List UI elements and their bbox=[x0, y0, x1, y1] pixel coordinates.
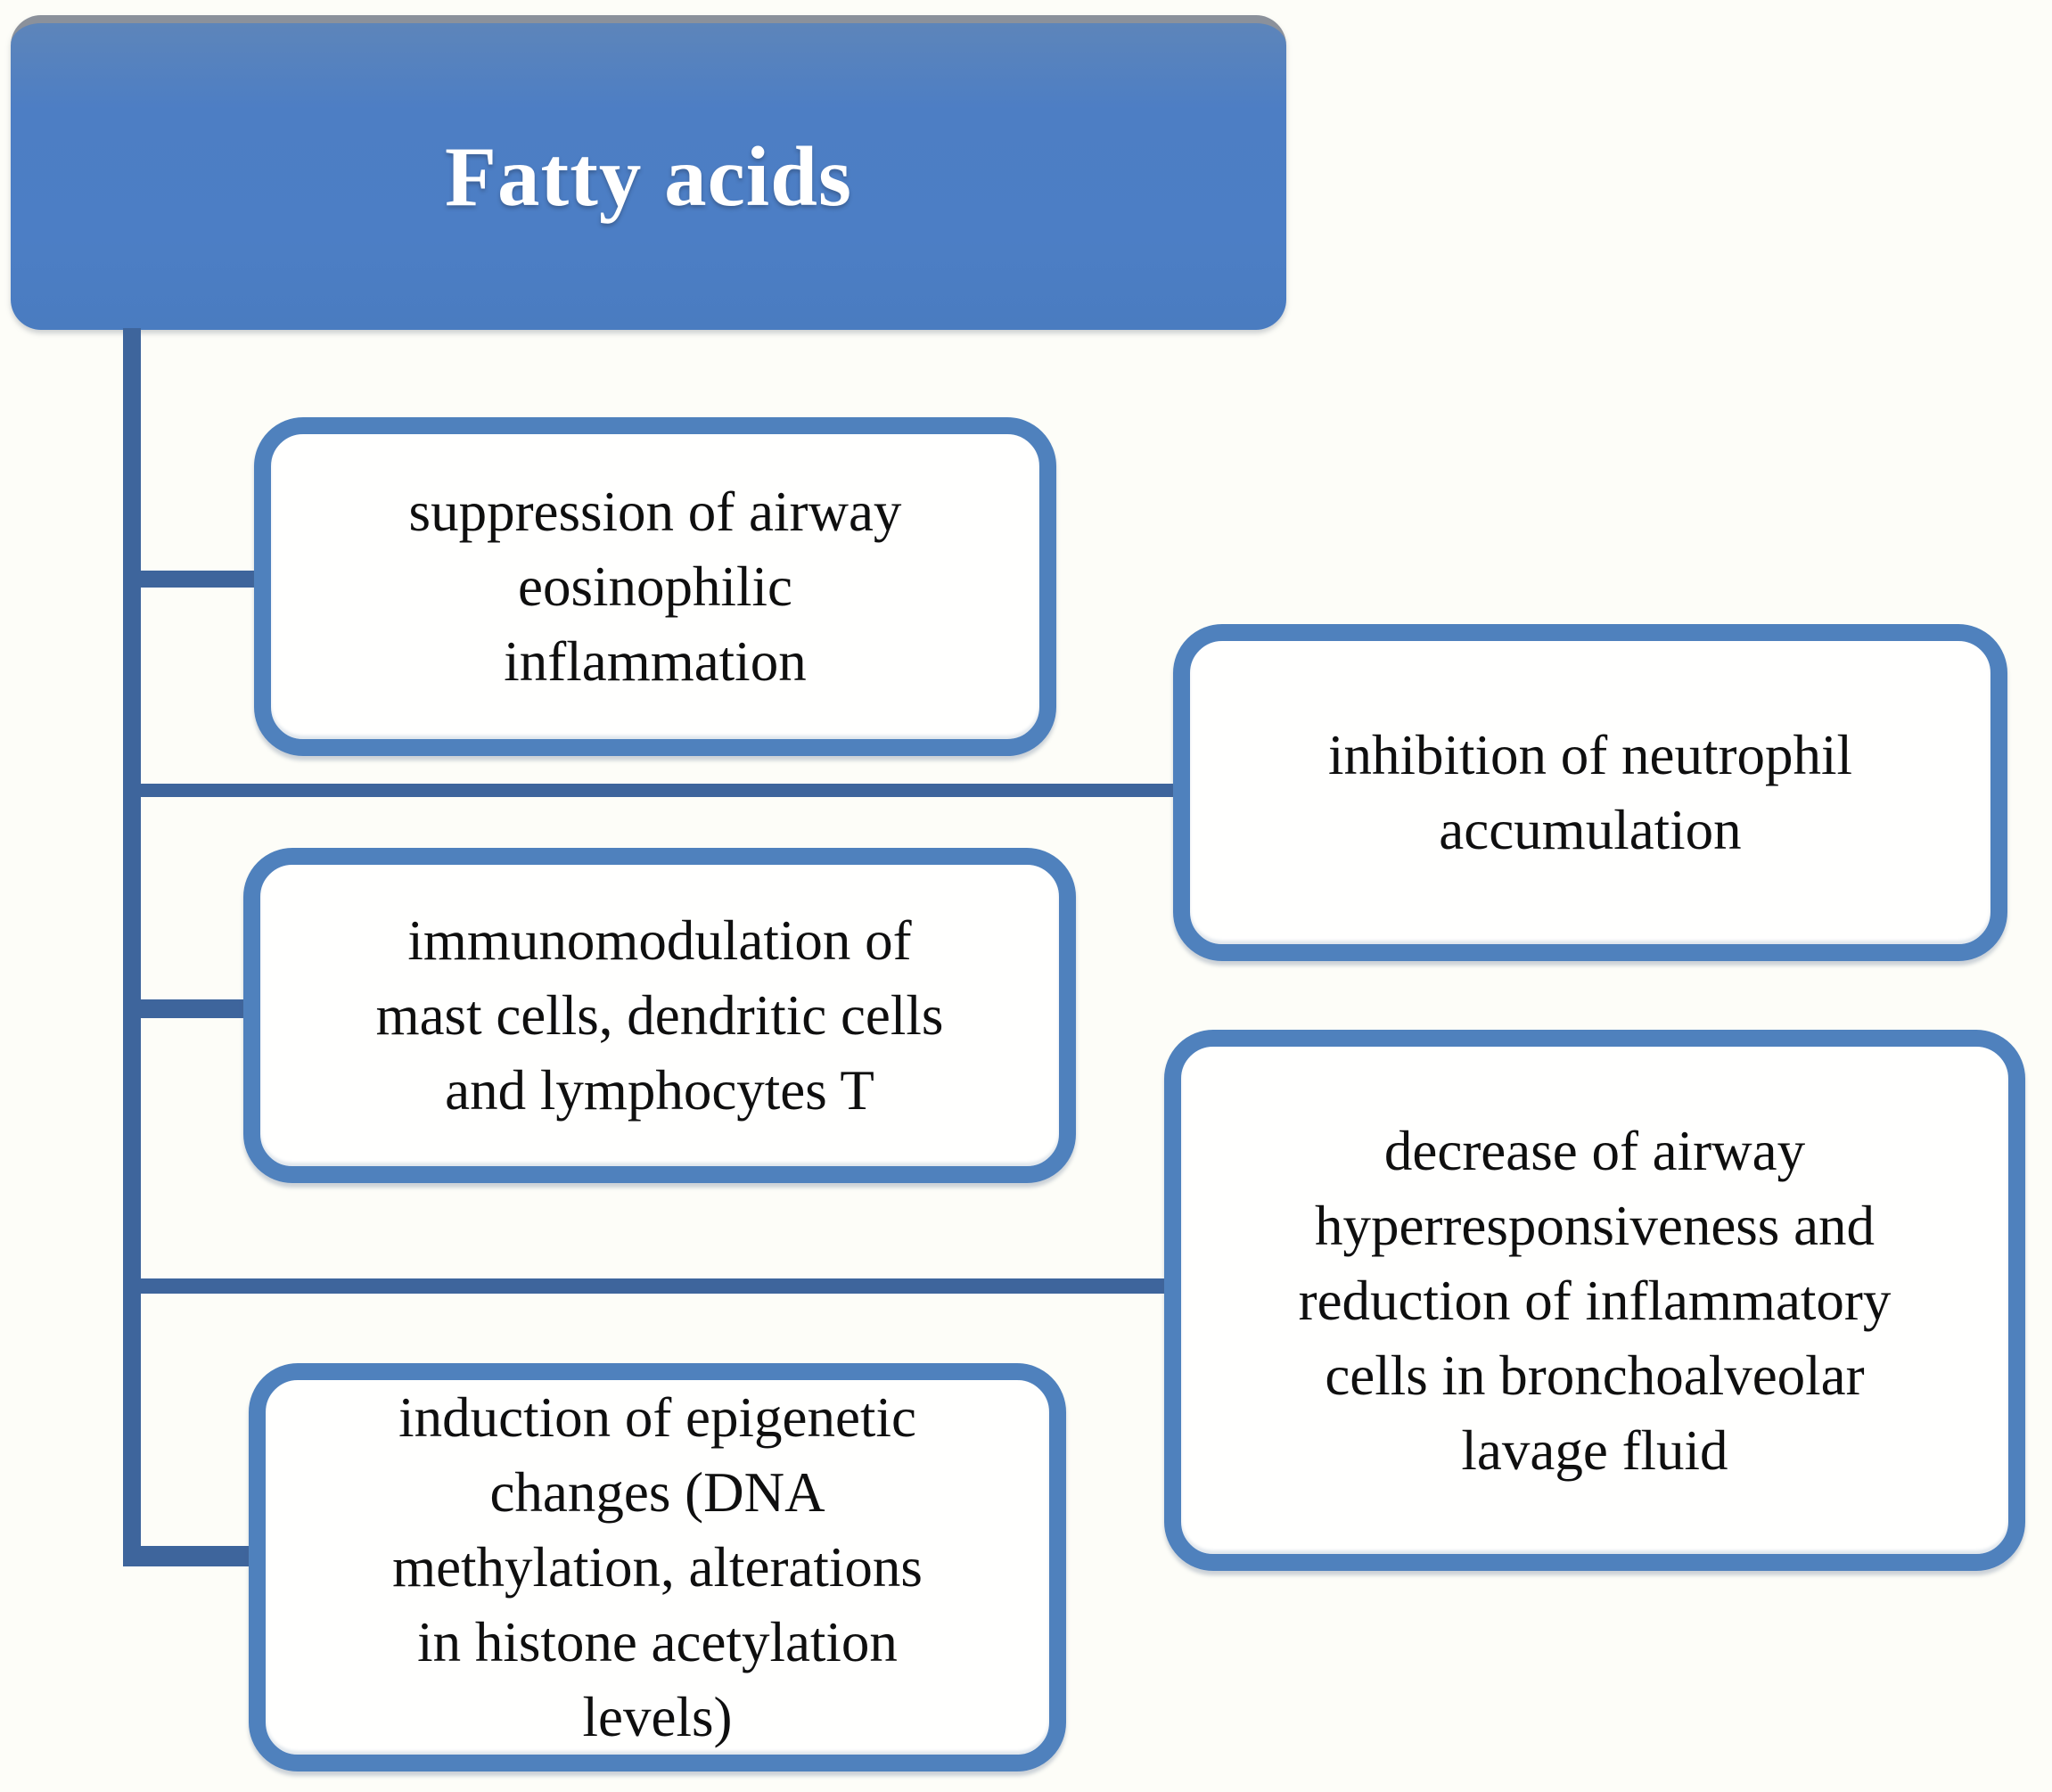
node-neutrophil-inhibition: inhibition of neutrophil accumulation bbox=[1173, 624, 2007, 961]
connector-branch-eosinophilic bbox=[132, 571, 266, 588]
connector-branch-epigenetic bbox=[132, 1546, 261, 1566]
node-hyperresponsiveness-decrease: decrease of airway hyperresponsiveness a… bbox=[1164, 1030, 2025, 1571]
node-text: inhibition of neutrophil accumulation bbox=[1328, 724, 1852, 861]
node-immunomodulation: immunomodulation of mast cells, dendriti… bbox=[243, 848, 1076, 1183]
root-node-fatty-acids: Fatty acids bbox=[11, 15, 1286, 330]
connector-branch-neutrophil bbox=[132, 784, 1179, 797]
node-eosinophilic-suppression: suppression of airway eosinophilic infla… bbox=[254, 417, 1056, 756]
connector-trunk bbox=[123, 328, 141, 1566]
node-epigenetic-changes: induction of epigenetic changes (DNA met… bbox=[249, 1363, 1066, 1771]
node-text: immunomodulation of mast cells, dendriti… bbox=[375, 909, 944, 1122]
connector-branch-immunomodulation bbox=[132, 999, 257, 1018]
node-text: suppression of airway eosinophilic infla… bbox=[408, 481, 902, 693]
connector-branch-hyperresponsiveness bbox=[132, 1278, 1170, 1294]
diagram-title: Fatty acids bbox=[445, 129, 852, 224]
node-text: induction of epigenetic changes (DNA met… bbox=[392, 1386, 923, 1748]
node-text: decrease of airway hyperresponsiveness a… bbox=[1298, 1119, 1892, 1482]
